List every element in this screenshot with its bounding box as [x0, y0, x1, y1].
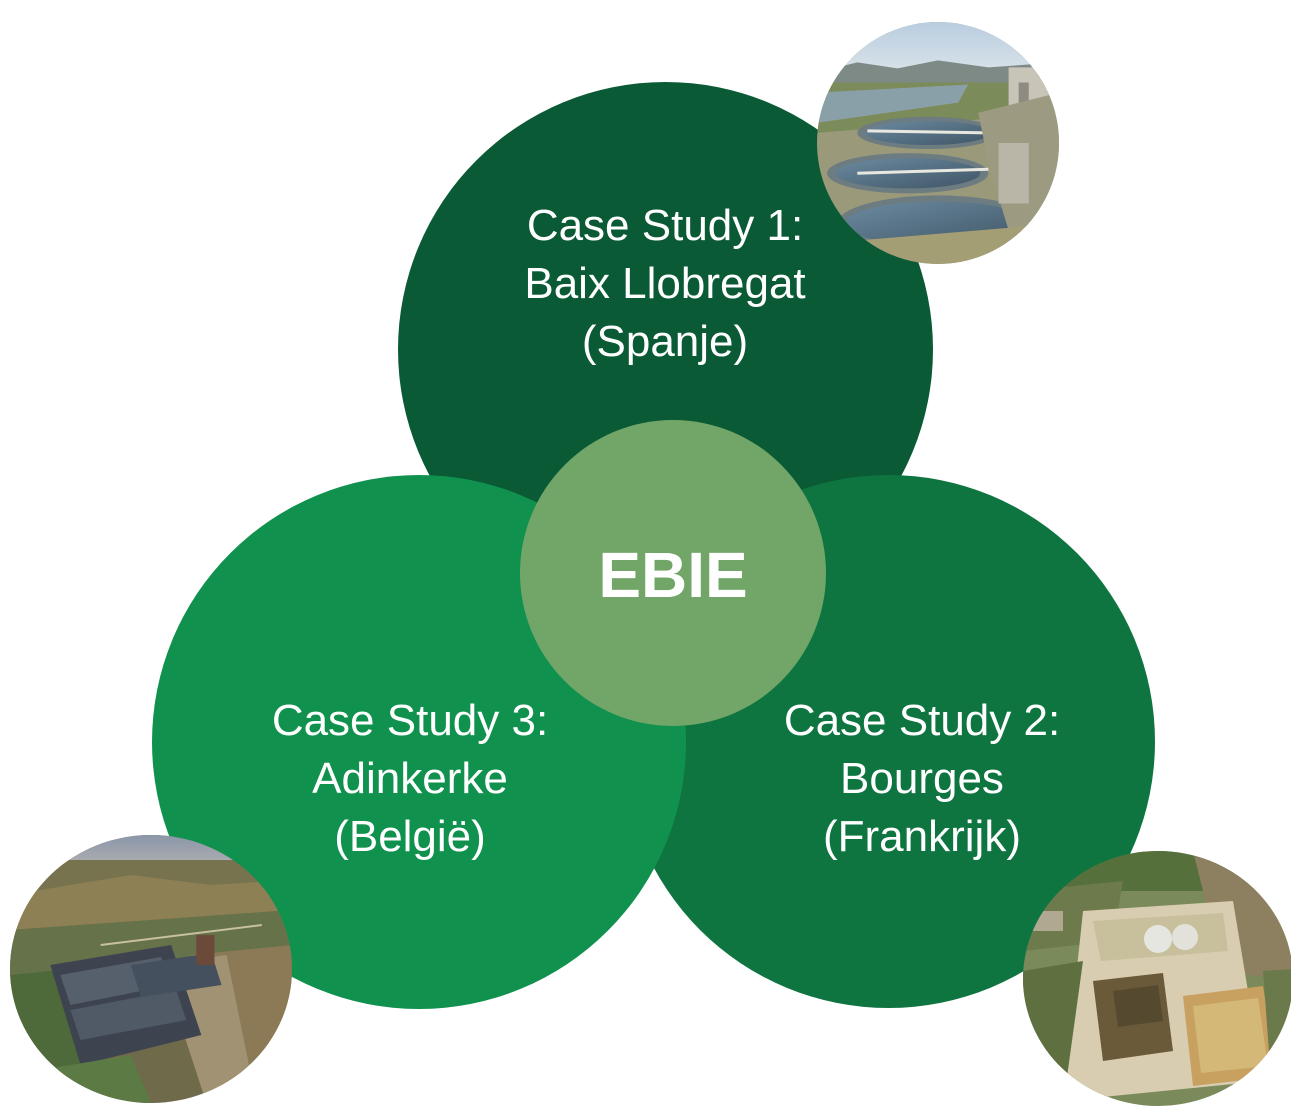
- farm-aerial-photo: [10, 835, 292, 1103]
- case-study-2-site: Bourges: [840, 754, 1004, 803]
- wastewater-plant-image: [817, 22, 1059, 264]
- center-circle: [520, 420, 826, 726]
- case-study-2-country: (Frankrijk): [823, 812, 1021, 861]
- case-study-3-site: Adinkerke: [312, 754, 508, 803]
- case-study-2-label: Case Study 2: Bourges (Frankrijk): [722, 692, 1122, 866]
- biogas-site-image: [1023, 851, 1291, 1106]
- case-study-3-title: Case Study 3:: [271, 696, 549, 745]
- case-study-1-title: Case Study 1:: [526, 201, 804, 250]
- case-study-3-country: (België): [334, 812, 486, 861]
- case-study-2-title: Case Study 2:: [783, 696, 1061, 745]
- case-study-1-site: Baix Llobregat: [524, 259, 806, 308]
- case-study-1-country: (Spanje): [581, 317, 749, 366]
- case-study-1-label: Case Study 1: Baix Llobregat (Spanje): [465, 197, 865, 371]
- case-study-3-label: Case Study 3: Adinkerke (België): [210, 692, 610, 866]
- wastewater-plant-photo: [817, 22, 1059, 264]
- farm-aerial-image: [10, 835, 292, 1103]
- biogas-site-photo: [1023, 851, 1291, 1106]
- center-label: EBIE: [598, 539, 748, 611]
